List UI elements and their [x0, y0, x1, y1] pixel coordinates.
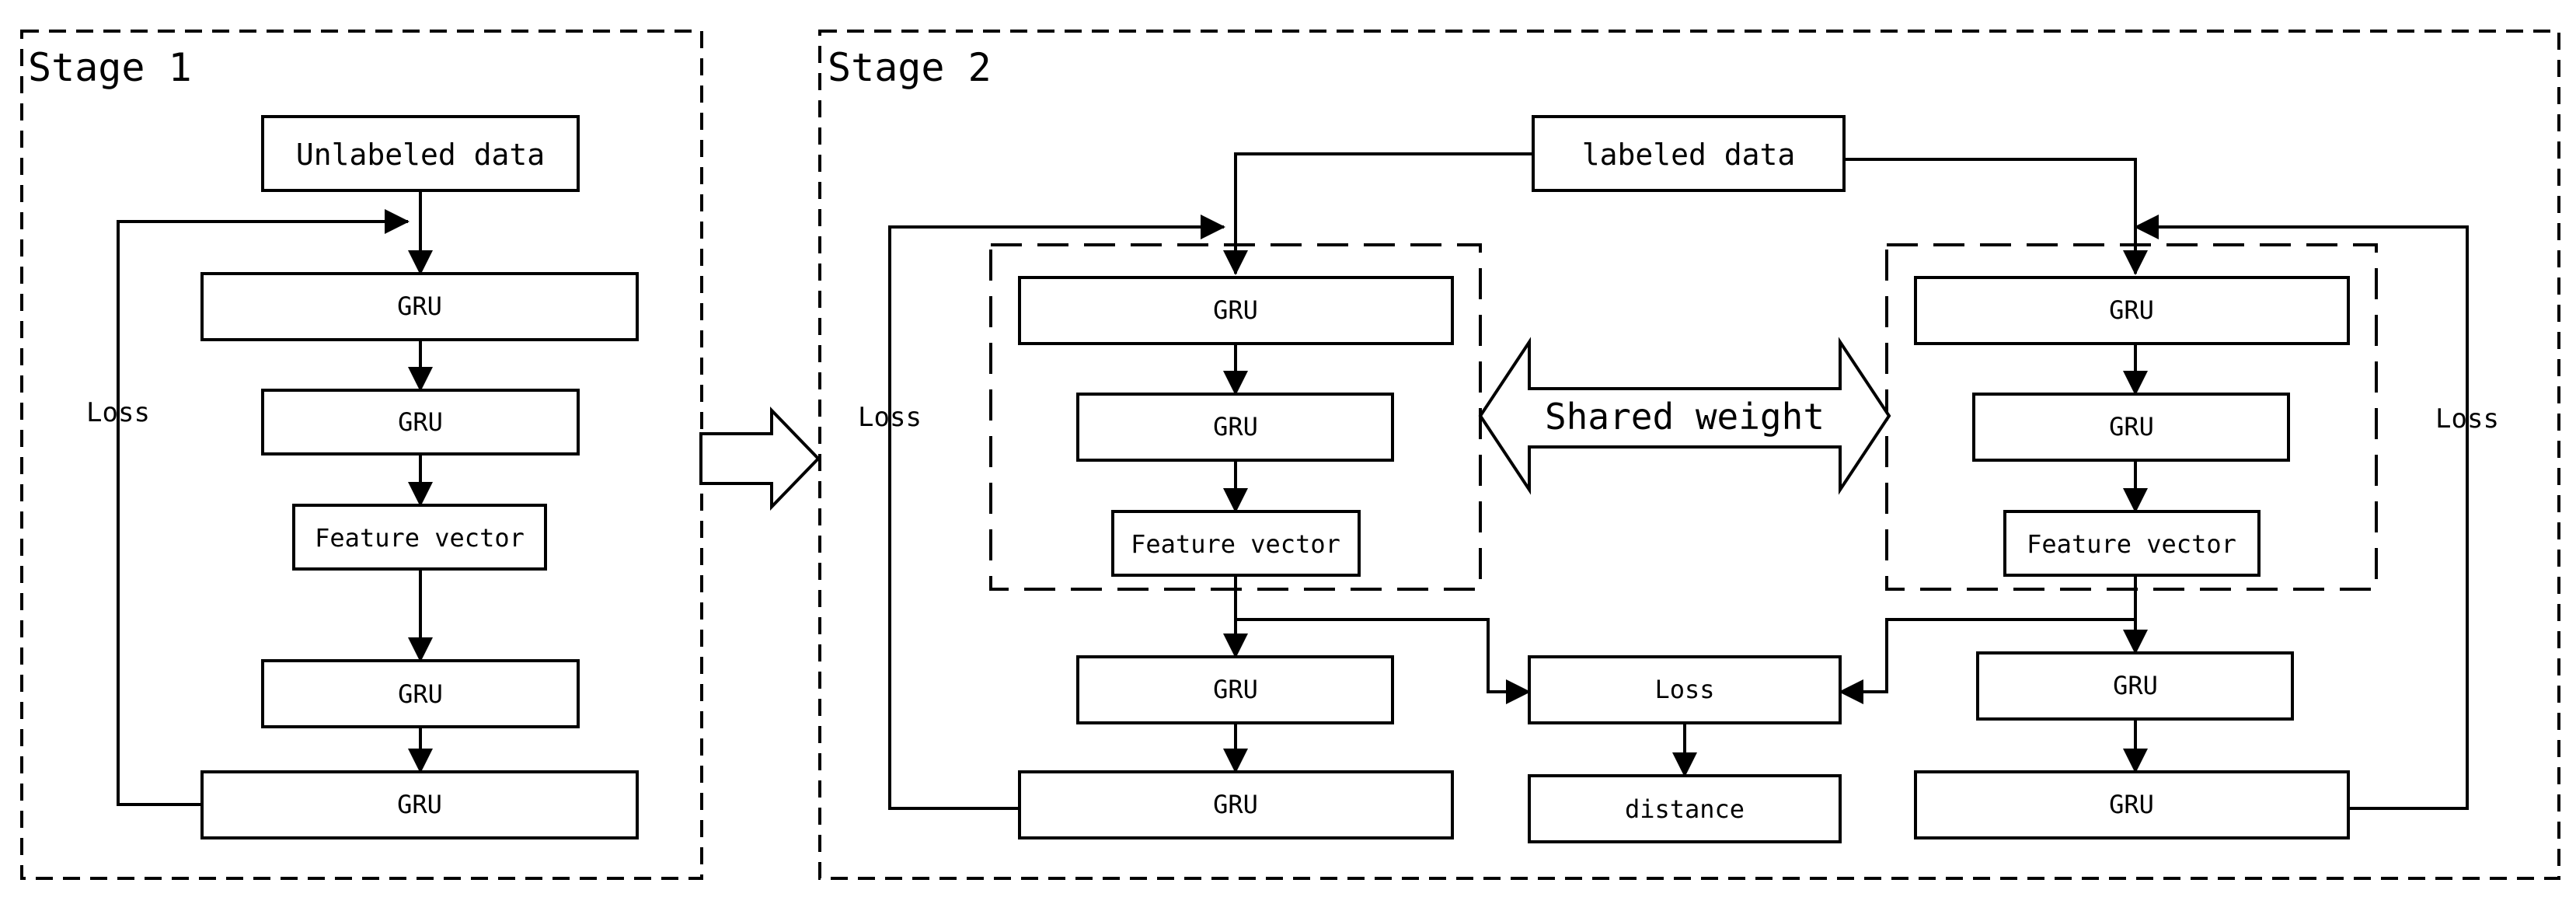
shared-weight-double-arrow [1478, 337, 1891, 495]
stage2-labeled-data-label: labeled data [1582, 138, 1796, 172]
stage2-right-loss-label: Loss [2435, 403, 2499, 435]
stage2-left-loss-label: Loss [858, 402, 922, 433]
stage2-arrow-left-feature-to-loss [1236, 618, 1531, 704]
stage-transition-arrow [699, 407, 821, 511]
stage2-right-gru-3 [1976, 651, 2294, 721]
stage2-left-feature-vector [1111, 510, 1361, 577]
stage1-gru-1-label: GRU [397, 291, 442, 321]
stage2-frame [818, 30, 2560, 880]
stage2-right-gru-4 [1914, 770, 2350, 839]
stage1-loss-feedback-loop [117, 209, 410, 806]
stage2-left-gru-4 [1018, 770, 1454, 839]
stage2-right-gru-1-label: GRU [2109, 295, 2154, 325]
stage1-title: Stage 1 [28, 45, 192, 90]
stage2-right-loss-feedback-loop [2134, 215, 2469, 810]
stage1-gru-1 [200, 272, 639, 341]
stage2-right-gru-3-label: GRU [2113, 671, 2158, 700]
stage2-left-feature-vector-label: Feature vector [1131, 529, 1340, 559]
stage1-gru-4-label: GRU [397, 790, 442, 819]
stage1-gru-3-label: GRU [398, 679, 443, 709]
stage2-distance-label: distance [1625, 794, 1745, 824]
stage2-arrow-right-feature-to-loss [1839, 618, 2135, 704]
stage1-feature-vector-label: Feature vector [315, 523, 525, 553]
stage2-right-feature-vector [2003, 510, 2261, 577]
stage2-panel: Stage 2 labeled data GRU GRU Feature vec… [818, 30, 2560, 880]
stage2-right-gru-1 [1914, 276, 2350, 345]
stage2-left-gru-2 [1076, 393, 1394, 462]
stage1-panel: Stage 1 Unlabeled data GRU GRU Feature v… [20, 30, 703, 880]
stage2-left-gru-4-label: GRU [1213, 790, 1258, 819]
stage2-left-gru-3-label: GRU [1213, 675, 1258, 704]
stage2-labeled-data-box [1532, 115, 1846, 192]
stage2-left-gru-2-label: GRU [1213, 412, 1258, 442]
stage2-center-loss-label: Loss [1654, 675, 1714, 704]
stage2-right-gru-2-label: GRU [2109, 412, 2154, 442]
stage2-title: Stage 2 [828, 45, 992, 90]
stage2-left-gru-1-label: GRU [1213, 295, 1258, 325]
stage2-right-gru-4-label: GRU [2109, 790, 2154, 819]
stage2-arrow-data-to-left [1223, 152, 1533, 275]
stage2-right-feature-vector-label: Feature vector [2027, 529, 2236, 559]
stage2-right-gru-2 [1972, 393, 2290, 462]
stage1-gru-2-label: GRU [398, 407, 443, 437]
stage2-left-loss-feedback-loop [888, 215, 1225, 810]
shared-weight-label: Shared weight [1545, 396, 1825, 438]
stage1-unlabeled-data-label: Unlabeled data [296, 138, 545, 172]
stage1-loss-label: Loss [86, 397, 150, 428]
stage1-unlabeled-data-box [261, 115, 580, 192]
